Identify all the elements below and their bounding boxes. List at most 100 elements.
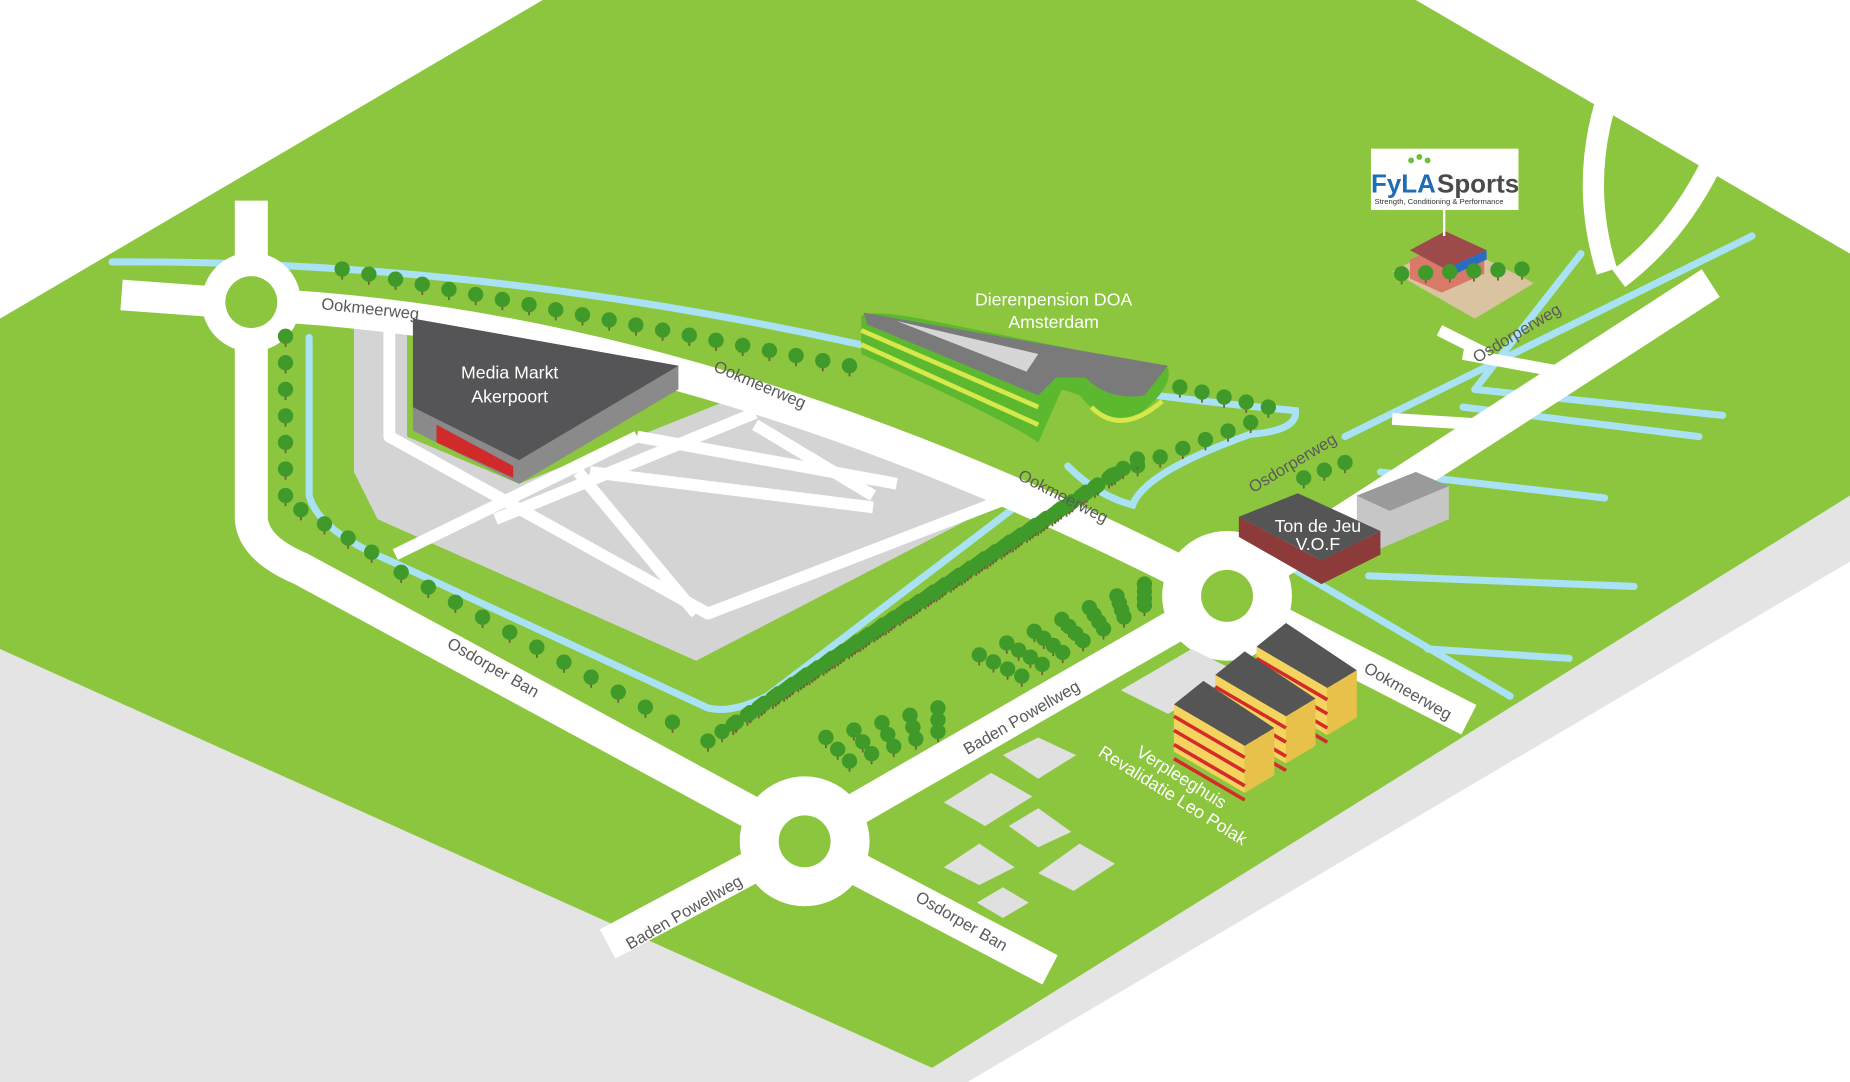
- fyla-brand-sports: Sports: [1437, 170, 1519, 198]
- tree: [393, 564, 409, 583]
- tree: [1014, 668, 1030, 687]
- tree: [574, 307, 591, 326]
- ground-edge: [0, 495, 1850, 1082]
- tree: [1116, 609, 1132, 628]
- tree: [363, 544, 380, 563]
- tree: [1393, 266, 1410, 285]
- tree: [293, 502, 309, 521]
- tree: [1490, 262, 1506, 281]
- tree: [861, 626, 877, 646]
- tree: [714, 723, 730, 743]
- tree: [810, 660, 826, 679]
- tree: [1194, 384, 1210, 403]
- tree: [654, 322, 671, 341]
- tree: [1514, 261, 1530, 280]
- tree: [277, 461, 294, 480]
- tree: [841, 358, 858, 377]
- tree: [1013, 527, 1030, 546]
- dierenpension-building: Dierenpension DOA Amsterdam: [860, 290, 1169, 443]
- tree: [277, 355, 294, 374]
- tree: [815, 353, 831, 372]
- tree: [708, 332, 724, 351]
- tree: [601, 312, 617, 331]
- tree: [1172, 379, 1188, 398]
- tree: [850, 634, 866, 653]
- tree: [830, 741, 846, 760]
- tree: [529, 639, 545, 658]
- tree: [1175, 440, 1191, 459]
- tree: [334, 261, 350, 280]
- tree: [1064, 493, 1081, 513]
- tree: [785, 676, 801, 695]
- tree: [1220, 423, 1236, 442]
- tree: [1034, 656, 1050, 675]
- tree: [728, 714, 744, 733]
- tree: [1337, 454, 1353, 474]
- tree: [1216, 389, 1232, 408]
- tree: [610, 684, 626, 703]
- roundabouts: [201, 252, 1292, 907]
- tree: [863, 746, 880, 765]
- tree: [855, 734, 871, 753]
- tree: [277, 381, 294, 400]
- tree: [502, 624, 518, 643]
- tree: [875, 617, 891, 636]
- ton-de-jeu-label-2: V.O.F: [1296, 534, 1341, 554]
- tree: [277, 328, 294, 347]
- tree: [799, 667, 815, 686]
- tree: [742, 705, 759, 724]
- tree: [447, 594, 464, 613]
- dierenpension-label-2: Amsterdam: [1008, 312, 1098, 332]
- fyla-leaf-icon: [1408, 153, 1431, 164]
- ton-de-jeu-label-1: Ton de Jeu: [1275, 516, 1362, 536]
- tree: [999, 661, 1016, 680]
- tree: [1418, 265, 1434, 284]
- tree: [756, 695, 773, 714]
- tree: [926, 584, 942, 603]
- tree: [521, 297, 537, 316]
- tree: [930, 723, 946, 743]
- tree: [1242, 414, 1259, 434]
- tree: [681, 327, 697, 346]
- tree: [548, 302, 564, 321]
- fyla-sign: [1370, 148, 1519, 211]
- tree: [937, 577, 953, 596]
- tree: [583, 669, 599, 688]
- fyla-tagline: Strength, Conditioning & Performance: [1375, 197, 1504, 206]
- tree: [277, 408, 294, 427]
- tree: [735, 337, 751, 357]
- tree: [494, 291, 511, 311]
- tree: [1075, 633, 1091, 652]
- tree: [1129, 451, 1146, 470]
- empty-plots: [943, 648, 1239, 918]
- tree: [846, 722, 862, 741]
- tree: [999, 635, 1015, 654]
- tree: [988, 543, 1004, 563]
- tree: [1053, 501, 1069, 520]
- tree: [387, 271, 404, 290]
- media-markt-parking: [353, 324, 1017, 661]
- tree: [1028, 517, 1044, 537]
- care-home-block: [1173, 680, 1275, 802]
- tree: [985, 654, 1002, 673]
- tree: [1316, 462, 1333, 481]
- tree: [361, 266, 377, 285]
- dierenpension-label-1: Dierenpension DOA: [975, 290, 1133, 310]
- tree: [277, 434, 294, 454]
- tree: [1260, 399, 1277, 418]
- tree: [977, 550, 993, 570]
- trees: [277, 261, 1530, 772]
- tree: [1104, 467, 1120, 487]
- tree: [824, 650, 841, 669]
- tree: [836, 643, 852, 662]
- tree: [1010, 642, 1027, 661]
- tree: [1095, 621, 1112, 640]
- fyla-brand-logo: FyLA: [1371, 170, 1436, 198]
- tree: [474, 609, 491, 628]
- tree: [971, 647, 987, 666]
- tree: [441, 281, 457, 301]
- tree: [788, 347, 804, 367]
- tree: [818, 729, 834, 749]
- tree: [908, 731, 924, 750]
